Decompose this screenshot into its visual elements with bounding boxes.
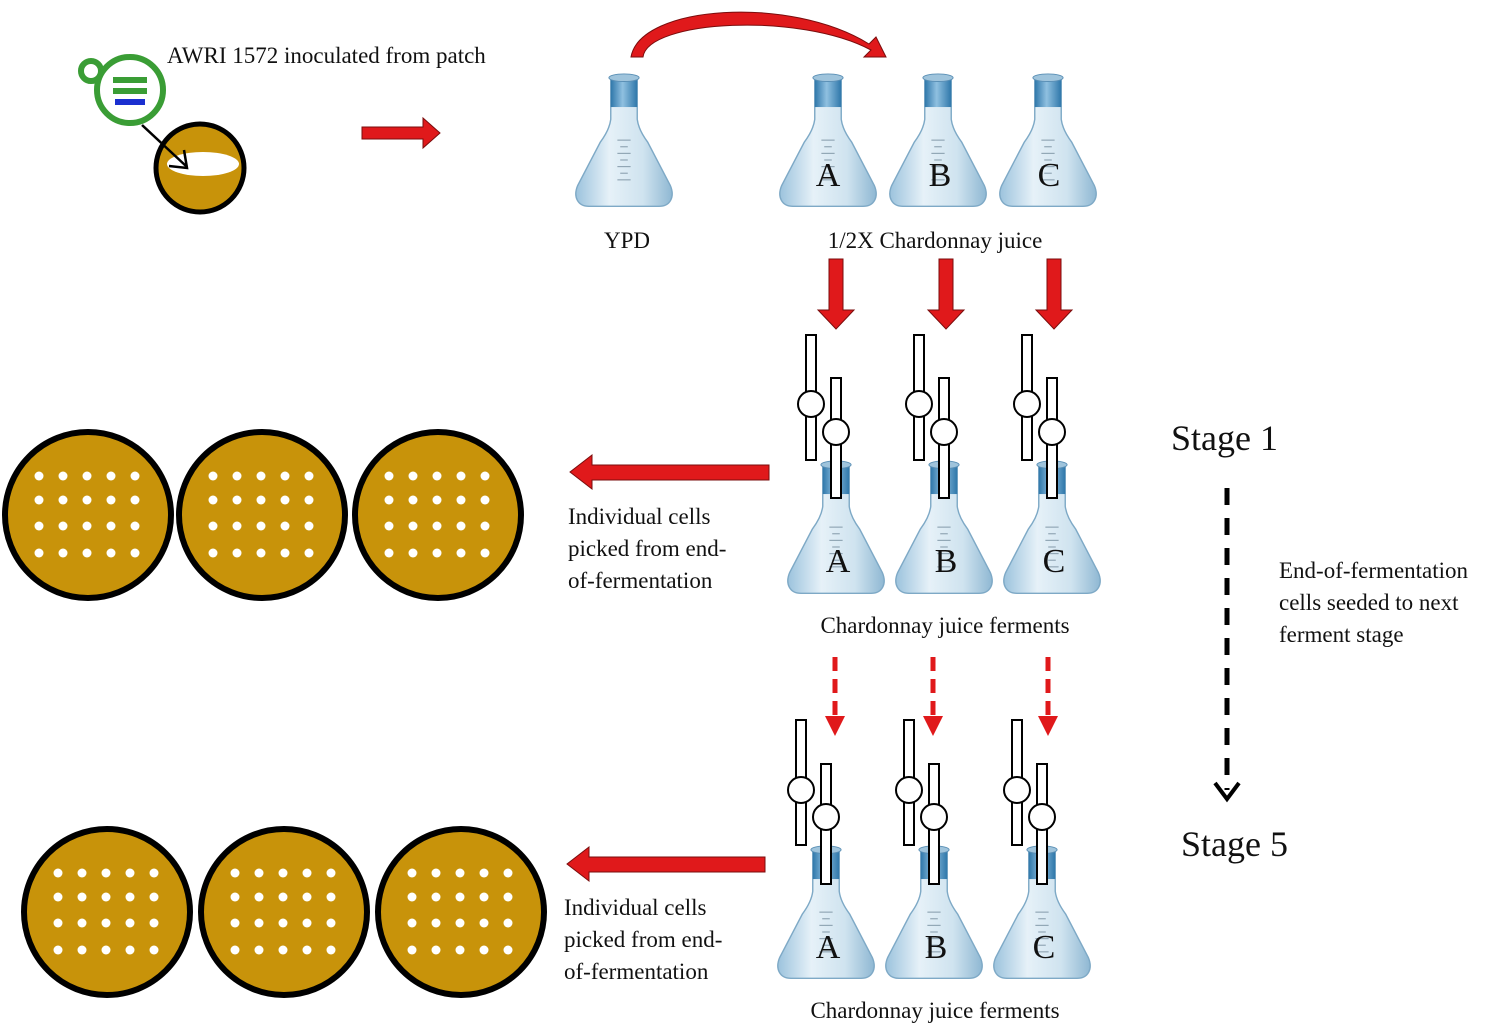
dashed-down-arrow-c <box>1038 657 1058 736</box>
juice-label: 1/2X Chardonnay juice <box>828 228 1043 253</box>
patch-plate-icon <box>153 121 247 215</box>
ypd-label: YPD <box>604 228 650 253</box>
ferments-label-stage1: Chardonnay juice ferments <box>820 613 1069 638</box>
flask-label-c-stage5: C <box>1033 929 1056 966</box>
juice-flask-c: C <box>999 73 1097 208</box>
flask-label-a-stage1: A <box>826 543 851 580</box>
plate-stage5-3 <box>375 826 547 998</box>
seeded-caption-line3: ferment stage <box>1279 622 1404 647</box>
ypd-flask <box>575 73 673 208</box>
inoculation-pointer-arrow <box>141 124 189 170</box>
down-arrow-b <box>926 258 966 330</box>
dashed-down-arrow-b <box>923 657 943 736</box>
down-arrow-c <box>1034 258 1074 330</box>
flask-label-b-stage1: B <box>935 543 958 580</box>
flask-label-a: A <box>816 157 841 194</box>
ferment-flask-c-stage1: C <box>1003 334 1101 595</box>
inoculation-loop-icon <box>78 54 166 126</box>
flask-label-c: C <box>1038 157 1061 194</box>
picked-caption-stage5-line1: Individual cells <box>564 895 706 920</box>
picked-caption-stage1-line2: picked from end- <box>568 536 726 561</box>
dashed-down-arrow-a <box>825 657 845 736</box>
picked-caption-stage5-line2: picked from end- <box>564 927 722 952</box>
down-arrow-a <box>816 258 856 330</box>
juice-flask-b: B <box>889 73 987 208</box>
juice-flask-a: A <box>779 73 877 208</box>
ferment-flask-b-stage1: B <box>895 334 993 595</box>
ferment-flask-a-stage1: A <box>787 334 885 595</box>
plate-stage1-2 <box>176 429 348 601</box>
flask-label-c-stage1: C <box>1043 543 1066 580</box>
seeded-caption: End-of-fermentation cells seeded to next… <box>1279 558 1474 647</box>
ferments-label-stage5: Chardonnay juice ferments <box>810 998 1059 1023</box>
picked-caption-stage5: Individual cells picked from end- of-fer… <box>564 895 728 984</box>
plate-stage1-3 <box>352 429 524 601</box>
flask-label-a-stage5: A <box>816 929 841 966</box>
inoculation-label: AWRI 1572 inoculated from patch <box>167 43 486 68</box>
seeded-caption-line1: End-of-fermentation <box>1279 558 1469 583</box>
picked-caption-stage1-line1: Individual cells <box>568 504 710 529</box>
plate-stage1-1 <box>2 429 174 601</box>
ferment-flask-a-stage5: A <box>777 719 875 980</box>
picked-caption-stage1: Individual cells picked from end- of-fer… <box>568 504 732 593</box>
flask-label-b: B <box>929 157 952 194</box>
to-plates-arrow-stage1 <box>569 453 770 491</box>
ypd-to-juice-curved-arrow <box>630 11 887 58</box>
ferment-flask-c-stage5: C <box>993 719 1091 980</box>
seeded-caption-line2: cells seeded to next <box>1279 590 1459 615</box>
picked-caption-stage1-line3: of-fermentation <box>568 568 713 593</box>
flask-label-b-stage5: B <box>925 929 948 966</box>
ferment-flask-b-stage5: B <box>885 719 983 980</box>
picked-caption-stage5-line3: of-fermentation <box>564 959 709 984</box>
to-ypd-arrow <box>361 116 441 150</box>
stage-5-label: Stage 5 <box>1181 824 1288 864</box>
stage-progress-dashed-arrow <box>1213 488 1241 803</box>
to-plates-arrow-stage5 <box>566 845 766 883</box>
plate-stage5-2 <box>198 826 370 998</box>
plate-stage5-1 <box>21 826 193 998</box>
stage-1-label: Stage 1 <box>1171 418 1278 458</box>
